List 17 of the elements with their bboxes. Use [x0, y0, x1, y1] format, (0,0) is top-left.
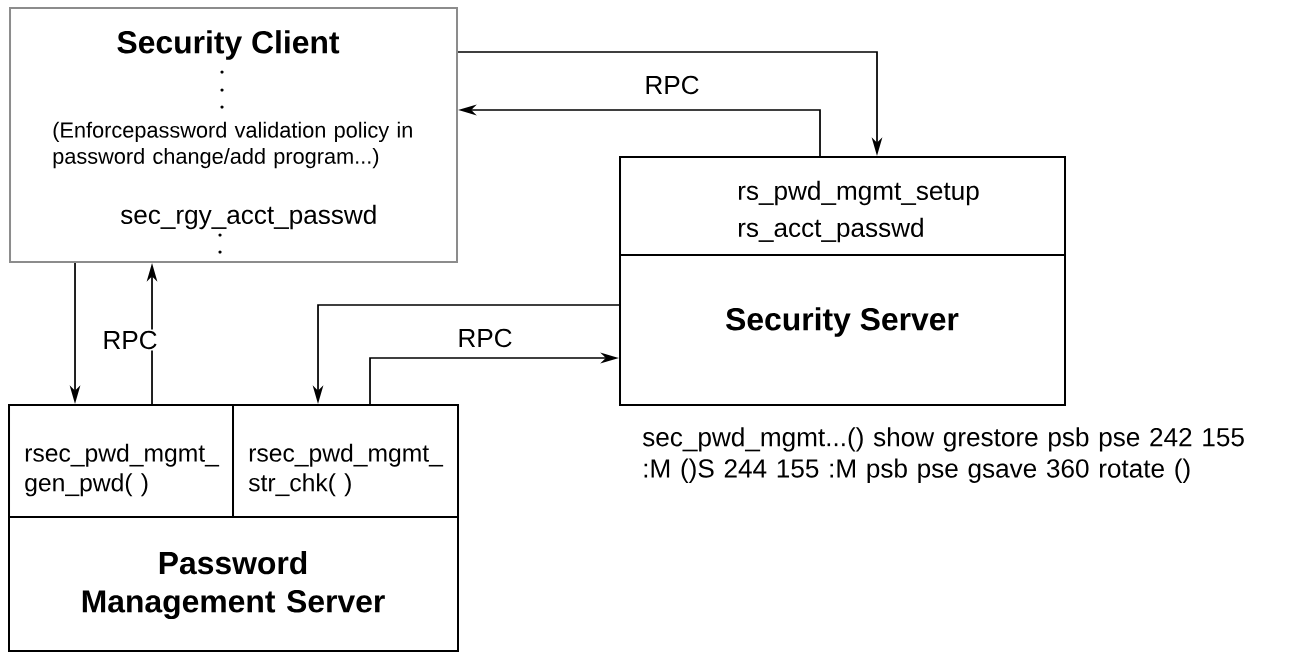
box-title: Security Client: [117, 30, 340, 60]
edge-label: RPC: [643, 74, 701, 96]
compartment-box: [619, 156, 1066, 256]
function-name: rsec_pwd_mgmt_ gen_pwd( ): [25, 443, 220, 497]
stray-text: sec_pwd_mgmt...() show grestore psb pse 242 155 :M ()S 244 155 :M psb pse gsave 360 rotate (): [642, 427, 1244, 483]
box-title: Password Management Server: [82, 550, 385, 620]
box-title: Security Server: [726, 307, 959, 337]
edge-label: RPC: [101, 329, 159, 351]
cell-box: [8, 404, 234, 518]
function-name: rsec_pwd_mgmt_ str_chk( ): [248, 443, 444, 497]
cell-box: [232, 404, 459, 518]
function-name: rs_acct_passwd: [738, 217, 923, 243]
client-box: [9, 7, 458, 263]
function-name: rs_pwd_mgmt_setup: [738, 180, 979, 206]
function-name: sec_rgy_acct_passwd: [120, 204, 376, 230]
note-text: (Enforcepassword validation policy in password change/add program...): [53, 121, 412, 169]
edge-label: RPC: [456, 327, 514, 349]
